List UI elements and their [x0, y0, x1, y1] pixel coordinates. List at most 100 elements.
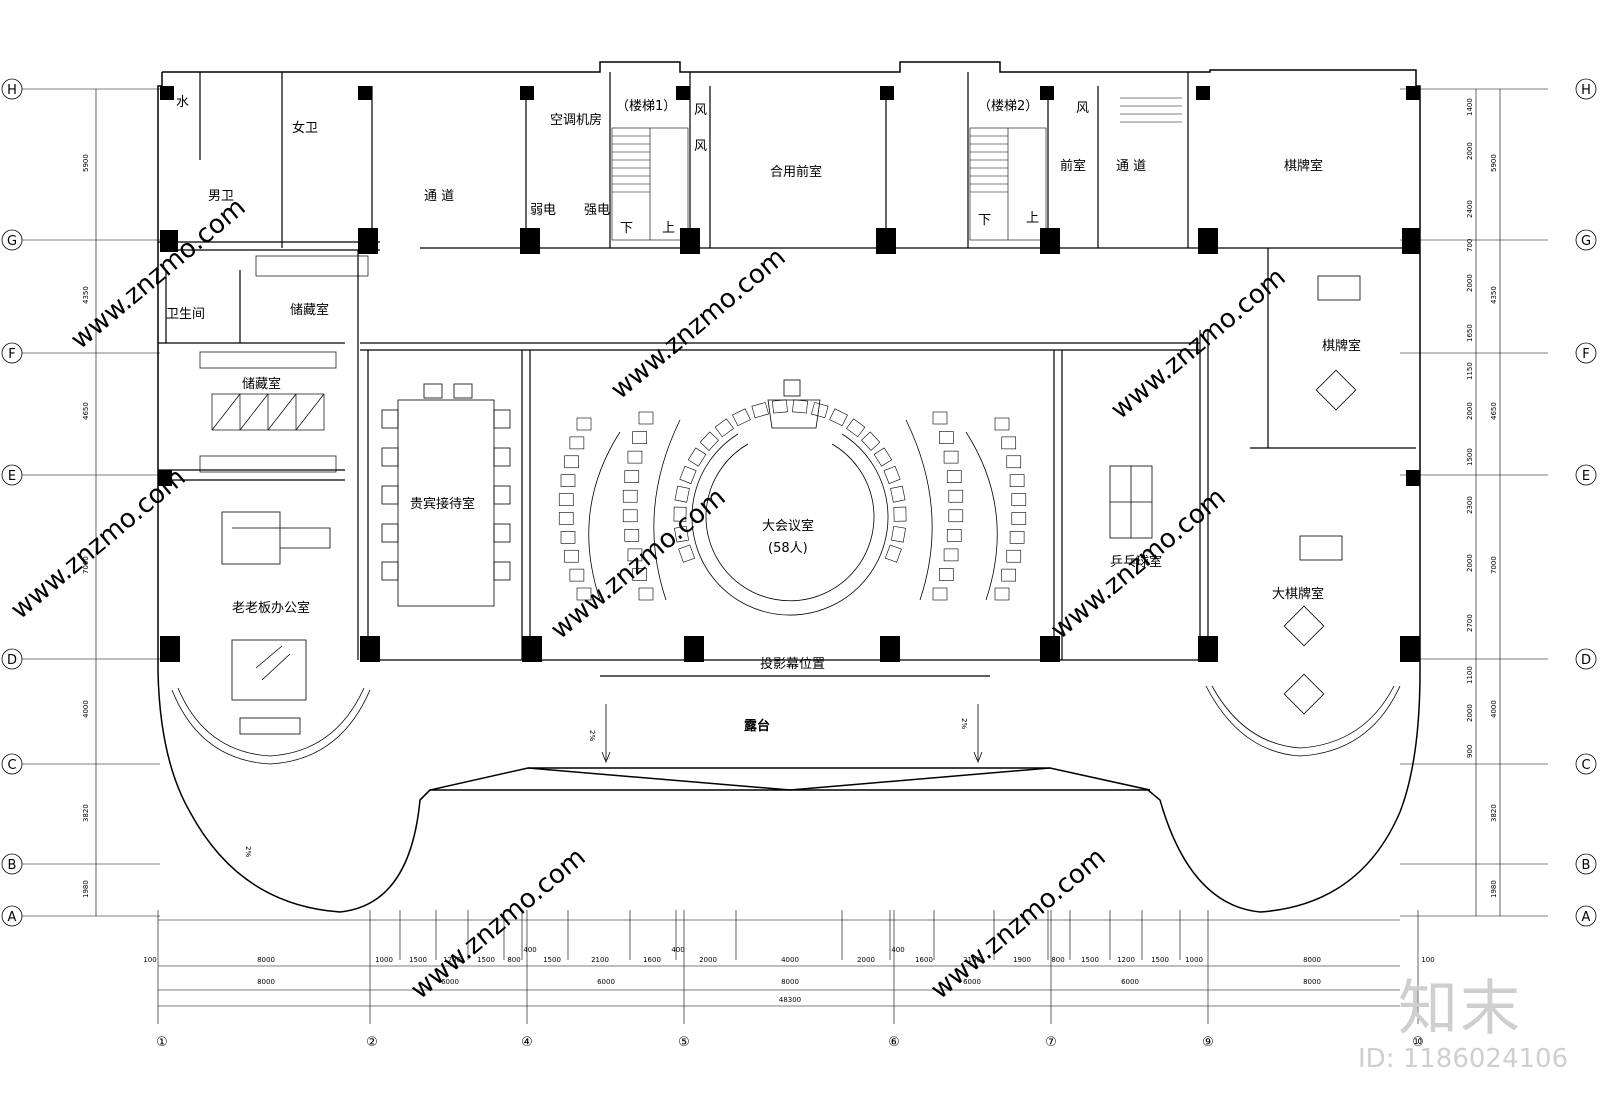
dimension-label: 1600 [915, 956, 933, 964]
dimension-label: 8000 [1303, 978, 1321, 986]
axis-label: G [1581, 234, 1591, 249]
slope-label: 2% [244, 846, 252, 857]
chair [883, 465, 901, 485]
chair [560, 531, 576, 544]
room-weak-elec: 弱电 [530, 203, 556, 218]
dimension-label: 2000 [699, 956, 717, 964]
room-vent-2: 风 [1076, 101, 1089, 116]
chess-tables [1205, 275, 1401, 757]
dimension-label: 400 [891, 946, 904, 954]
room-corridor-left: 通 道 [424, 189, 454, 204]
dimension-label: 2000 [1466, 402, 1474, 420]
chair [1006, 549, 1022, 563]
axis-label: ⑥ [888, 1035, 900, 1050]
chair [1001, 568, 1017, 582]
room-corridor-right: 通 道 [1116, 159, 1146, 174]
chair [1006, 455, 1022, 469]
chair [638, 411, 654, 425]
dimension-label: 1500 [1151, 956, 1169, 964]
structural-columns [158, 86, 1420, 662]
dimension-label: 5900 [1490, 154, 1498, 172]
room-mens-wc: 男卫 [208, 189, 234, 204]
room-water: 水 [176, 95, 189, 110]
dimension-label: 1650 [1466, 324, 1474, 342]
chair [948, 509, 964, 523]
axis-label: C [7, 758, 16, 773]
dimension-label: 3820 [1490, 804, 1498, 822]
axis-label: ⑦ [1045, 1035, 1057, 1050]
chair [994, 417, 1010, 431]
axis-label: B [1582, 858, 1591, 873]
chair [638, 587, 654, 601]
chair [576, 587, 592, 601]
stair-2 [969, 97, 1182, 241]
chair [792, 399, 808, 414]
axis-label: ⑩ [1412, 1035, 1424, 1050]
dimension-label: 4000 [1490, 700, 1498, 718]
dimension-label: 1980 [82, 880, 90, 898]
dimension-label: 2100 [591, 956, 609, 964]
room-vent-1a: 风 [694, 103, 707, 118]
axis-circles [1, 78, 1597, 927]
dimension-label: 4650 [1490, 402, 1498, 420]
dimension-label: 5900 [82, 154, 90, 172]
dimension-label: 1500 [1466, 448, 1474, 466]
chair [673, 506, 687, 522]
room-shared-lobby: 合用前室 [770, 164, 822, 180]
room-boss-office: 老老板办公室 [232, 600, 310, 616]
dimension-label: 3820 [82, 804, 90, 822]
chair [939, 568, 954, 581]
watermark-text: www.znzmo.com [1105, 262, 1291, 425]
room-labels: 水 女卫 男卫 通 道 空调机房 （楼梯1） 风 风 弱电 强电 下 上 合用前… [166, 95, 1361, 857]
chair [1011, 512, 1027, 525]
chair [772, 399, 788, 414]
chair [632, 431, 647, 444]
chair [714, 418, 734, 438]
dimension-label: 8000 [257, 956, 275, 964]
chair [622, 509, 638, 523]
column-axis-labels: ① ② ④ ⑤ ⑥ ⑦ ⑨ ⑩ [156, 1035, 1424, 1050]
watermark-text: www.znzmo.com [5, 462, 191, 625]
storage-shelves [199, 255, 369, 473]
dimension-label: 800 [1051, 956, 1064, 964]
room-meeting-capacity: (58人) [768, 541, 808, 556]
axis-label: ④ [521, 1035, 533, 1050]
axis-label: F [1582, 347, 1589, 362]
dimension-label: 4650 [82, 402, 90, 420]
dimension-label: 2100 [963, 956, 981, 964]
chair [564, 455, 579, 469]
dimension-label: 1200 [443, 956, 461, 964]
chair [943, 450, 959, 464]
room-restroom: 卫生间 [166, 307, 205, 322]
dimension-label: 1900 [1013, 956, 1031, 964]
axis-label: ① [156, 1035, 168, 1050]
dimension-label: 1000 [375, 956, 393, 964]
chair [932, 411, 948, 425]
room-storage-lower: 储藏室 [242, 376, 281, 392]
room-chess-mid: 棋牌室 [1322, 338, 1361, 354]
dimension-label: 2000 [1466, 142, 1474, 160]
watermark-text: www.znzmo.com [605, 242, 791, 405]
watermark-id: ID: 1186024106 [1358, 1044, 1569, 1074]
dimension-label: 100 [143, 956, 156, 964]
chair [1009, 531, 1025, 544]
dimension-label: 4000 [781, 956, 799, 964]
slope-label: 2% [960, 718, 968, 729]
chair [687, 447, 707, 467]
chair [674, 525, 689, 543]
conference-chairs [558, 399, 1027, 601]
axis-label: ⑨ [1202, 1035, 1214, 1050]
room-terrace: 露台 [744, 718, 770, 734]
dimension-label: 2400 [1466, 200, 1474, 218]
row-grid-lines [22, 88, 1548, 917]
exterior-walls [157, 61, 1421, 913]
dimension-label: 2300 [1466, 496, 1474, 514]
chair [1009, 474, 1025, 487]
watermark-text: www.znzmo.com [925, 842, 1111, 1005]
watermark-logo: 知末 [1398, 974, 1522, 1044]
room-vent-1b: 风 [694, 139, 707, 154]
chair [627, 450, 643, 464]
chair [564, 549, 579, 563]
chair [751, 402, 769, 419]
chair [994, 587, 1010, 601]
